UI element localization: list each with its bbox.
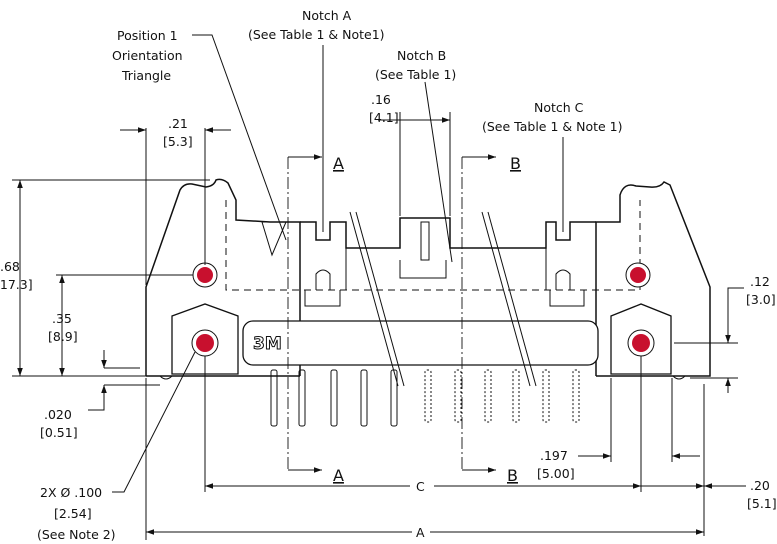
mounting-holes — [191, 262, 655, 357]
callout-notch-c: Notch C (See Table 1 & Note 1) — [482, 100, 623, 134]
dim-0197-mm: [5.00] — [537, 466, 575, 481]
dim-0020-mm: [0.51] — [40, 425, 78, 440]
section-b-top: B — [510, 154, 521, 173]
callout-notch-a: Notch A (See Table 1 & Note1) — [248, 8, 385, 42]
dim-012-mm: [3.0] — [746, 292, 776, 307]
dim-020-mm: [5.1] — [747, 496, 777, 511]
mounting-hole-upper-right-fill — [630, 267, 646, 283]
pin — [424, 369, 432, 423]
dim-a-label: A — [416, 525, 425, 540]
notch-c-line2: (See Table 1 & Note 1) — [482, 119, 623, 134]
dim-068-mm: [17.3] — [0, 277, 33, 292]
cut-lines — [261, 211, 537, 387]
dim-035-inch: .35 — [52, 311, 72, 326]
position1-line3: Triangle — [121, 68, 171, 83]
pin — [360, 369, 368, 427]
section-a-top: A — [333, 154, 344, 173]
section-markers — [287, 154, 496, 473]
dimension-labels: .21 [5.3] .16 [4.1] .68 [17.3] .35 [8.9]… — [0, 92, 777, 542]
notch-b-line2: (See Table 1) — [375, 67, 456, 82]
dim-068-inch: .68 — [0, 259, 20, 274]
mounting-hole-lower-left-fill — [196, 334, 214, 352]
dim-0020-inch: .020 — [44, 407, 72, 422]
pin — [542, 369, 550, 423]
dim-0197-inch: .197 — [540, 448, 568, 463]
brand-logo: 3M — [253, 334, 282, 354]
position1-line1: Position 1 — [117, 28, 178, 43]
dim-012-inch: .12 — [750, 274, 770, 289]
pin — [330, 369, 338, 427]
notch-c-line1: Notch C — [534, 100, 584, 115]
dim-c-label: C — [416, 479, 425, 494]
dim-016-mm: [4.1] — [369, 110, 399, 125]
pin — [512, 369, 520, 423]
section-b-bottom: B — [507, 466, 518, 485]
pins — [270, 369, 580, 427]
callout-position1: Position 1 Orientation Triangle — [112, 28, 183, 83]
callout-notch-b: Notch B (See Table 1) — [375, 48, 456, 82]
mounting-hole-upper-left-fill — [197, 267, 213, 283]
notch-b-line1: Notch B — [397, 48, 446, 63]
dimension-lines — [12, 34, 746, 540]
dim-035-mm: [8.9] — [48, 329, 78, 344]
pin — [454, 369, 462, 423]
dim-021-mm: [5.3] — [163, 134, 193, 149]
mounting-hole-lower-right-fill — [632, 334, 650, 352]
notch-a-line1: Notch A — [302, 8, 352, 23]
position1-line2: Orientation — [112, 48, 183, 63]
pin — [270, 369, 278, 427]
pin — [572, 369, 580, 423]
dim-020-inch: .20 — [750, 478, 770, 493]
pin — [484, 369, 492, 423]
connector-body — [145, 178, 711, 380]
dim-016-inch: .16 — [371, 92, 391, 107]
pin — [298, 369, 306, 427]
hole-dia-line1: 2X Ø .100 — [40, 485, 102, 500]
hole-dia-line2: [2.54] — [54, 506, 92, 521]
dim-021-inch: .21 — [168, 116, 188, 131]
hole-dia-line3: (See Note 2) — [37, 527, 116, 542]
notch-a-line2: (See Table 1 & Note1) — [248, 27, 385, 42]
section-a-bottom: A — [333, 466, 344, 485]
